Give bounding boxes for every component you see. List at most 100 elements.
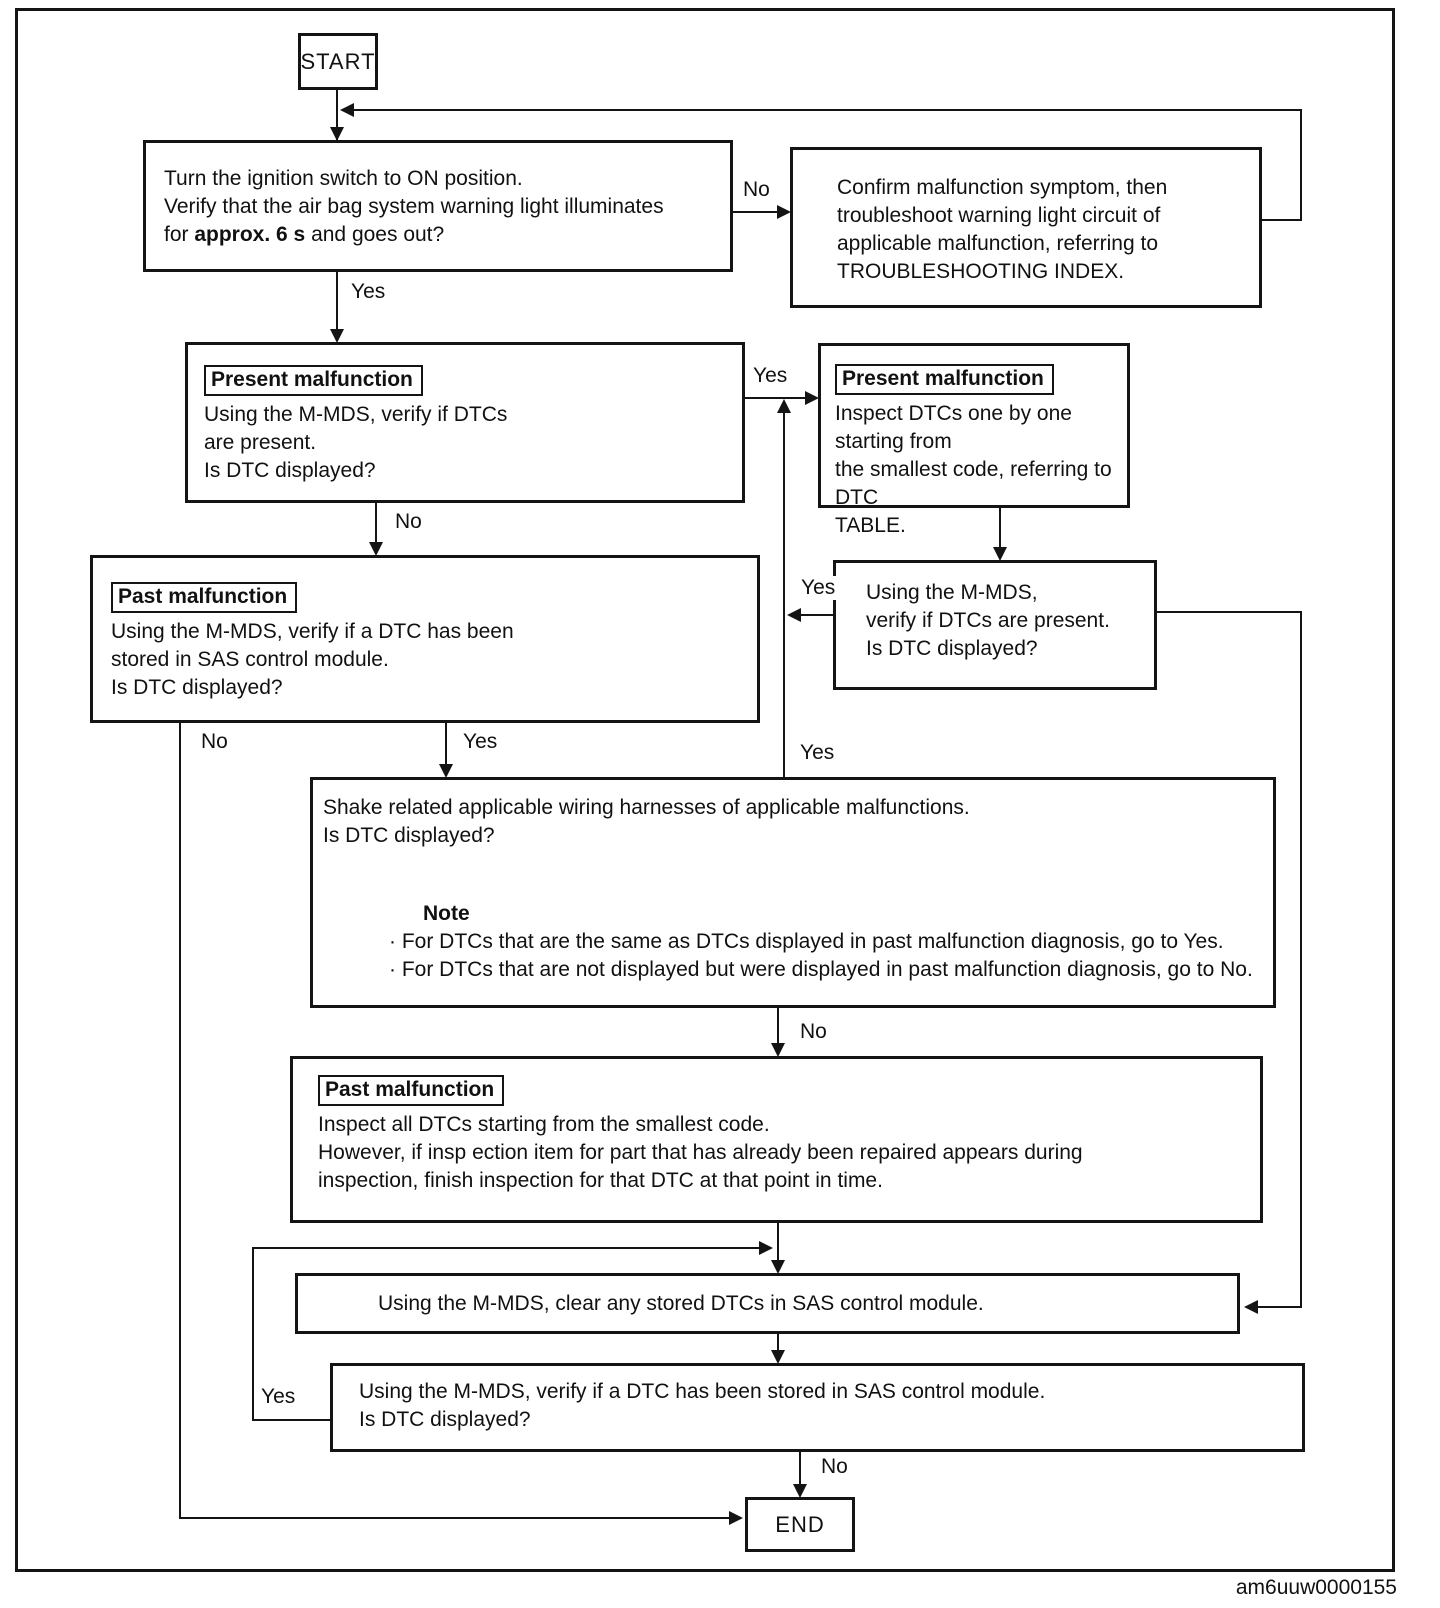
shake-line1: Shake related applicable wiring harnesse… — [323, 796, 970, 819]
arrowhead-into-verify-present — [993, 547, 1007, 561]
connector-stored-yes-v — [252, 1248, 254, 1421]
past-check-line2: stored in SAS control module. — [111, 648, 389, 671]
confirm-malfunction-box: Confirm malfunction symptom, then troubl… — [790, 147, 1262, 308]
present-inspect-line1: Inspect DTCs one by one starting from — [835, 402, 1072, 453]
verify-stored-line1: Using the M-MDS, verify if a DTC has bee… — [359, 1380, 1046, 1403]
flowchart-border — [15, 8, 1395, 1572]
connector-stored-no — [799, 1452, 801, 1486]
shake-note: Note · For DTCs that are the same as DTC… — [323, 900, 1273, 984]
start-label: START — [300, 48, 376, 74]
edge-label-shake-no: No — [797, 1020, 830, 1044]
connector-start-down — [336, 90, 338, 140]
confirm-line4: TROUBLESHOOTING INDEX. — [837, 260, 1125, 283]
shake-line2: Is DTC displayed? — [323, 824, 495, 847]
past-check-tag: Past malfunction — [111, 582, 298, 613]
present-malfunction-check-box: Present malfunction Using the M-MDS, ver… — [185, 342, 745, 503]
confirm-line3: applicable malfunction, referring to — [837, 232, 1159, 255]
connector-right-feedback-bottom — [1257, 1306, 1302, 1308]
clear-dtcs-box: Using the M-MDS, clear any stored DTCs i… — [295, 1273, 1240, 1334]
confirm-line1: Confirm malfunction symptom, then — [837, 176, 1168, 199]
shake-note-bullet2: · For DTCs that are not displayed but we… — [389, 958, 1253, 981]
arrowhead-into-clear — [771, 1260, 785, 1274]
edge-label-past-yes: Yes — [460, 730, 501, 754]
past-malfunction-inspect-box: Past malfunction Inspect all DTCs starti… — [290, 1056, 1263, 1223]
arrowhead-into-past-inspect — [771, 1043, 785, 1057]
verify-dtc-stored-box: Using the M-MDS, verify if a DTC has bee… — [330, 1363, 1305, 1452]
present-check-line1: Using the M-MDS, verify if DTCs — [204, 403, 508, 426]
shake-note-title: Note — [423, 902, 470, 925]
connector-stored-yes-stub — [252, 1419, 330, 1421]
clear-line1: Using the M-MDS, clear any stored DTCs i… — [378, 1292, 984, 1315]
connector-present-inspect-down — [999, 508, 1001, 548]
connector-past-no-h — [179, 1517, 731, 1519]
present-check-tag: Present malfunction — [204, 365, 423, 396]
connector-past-no-v — [179, 723, 181, 1519]
connector-stored-yes-h — [252, 1247, 760, 1249]
edge-label-shake-yes: Yes — [797, 741, 838, 765]
edge-label-present-no: No — [392, 510, 425, 534]
connector-ignition-yes — [336, 272, 338, 330]
present-inspect-tag: Present malfunction — [835, 364, 1054, 395]
past-inspect-line1: Inspect all DTCs starting from the small… — [318, 1113, 770, 1136]
edge-label-past-no: No — [198, 730, 231, 754]
connector-feedback-top-h — [354, 109, 1302, 111]
past-inspect-line2: However, if insp ection item for part th… — [318, 1141, 1083, 1164]
shake-note-bullet1: · For DTCs that are the same as DTCs dis… — [389, 930, 1224, 953]
connector-clear-down — [777, 1334, 779, 1352]
past-malfunction-check-box: Past malfunction Using the M-MDS, verify… — [90, 555, 760, 723]
verify-present-line2: verify if DTCs are present. — [866, 609, 1110, 632]
past-inspect-line3: inspection, finish inspection for that D… — [318, 1169, 883, 1192]
edge-label-ignition-yes: Yes — [348, 280, 389, 304]
figure-caption: am6uuw0000155 — [1235, 1576, 1397, 1599]
present-inspect-line2: the smallest code, referring to DTC — [835, 458, 1112, 509]
arrowhead-shake-yes — [777, 399, 791, 413]
confirm-line2: troubleshoot warning light circuit of — [837, 204, 1161, 227]
ignition-line2: Verify that the air bag system warning l… — [164, 195, 664, 218]
connector-shake-yes-up — [783, 411, 785, 777]
verify-stored-line2: Is DTC displayed? — [359, 1408, 531, 1431]
arrowhead-into-present-inspect — [805, 391, 819, 405]
arrowhead-into-end-top — [793, 1484, 807, 1498]
shake-harness-box: Shake related applicable wiring harnesse… — [310, 777, 1276, 1008]
connector-past-inspect-down — [777, 1223, 779, 1261]
edge-label-ignition-no: No — [740, 178, 773, 202]
present-malfunction-inspect-box: Present malfunction Inspect DTCs one by … — [818, 343, 1130, 537]
arrowhead-into-present-check — [330, 329, 344, 343]
connector-feedback-top-v — [1300, 109, 1302, 221]
edge-label-stored-no: No — [818, 1455, 851, 1479]
present-check-line3: Is DTC displayed? — [204, 459, 376, 482]
verify-present-line3: Is DTC displayed? — [866, 637, 1038, 660]
connector-verify-present-yes — [800, 614, 833, 616]
past-check-line3: Is DTC displayed? — [111, 676, 283, 699]
arrowhead-into-ignition — [330, 127, 344, 141]
end-label: END — [775, 1511, 825, 1537]
start-node: START — [298, 33, 378, 90]
connector-present-no — [375, 503, 377, 543]
ignition-line3: for approx. 6 s and goes out? — [164, 223, 445, 246]
edge-label-stored-yes: Yes — [258, 1385, 299, 1409]
arrowhead-feedback-top — [340, 103, 354, 117]
end-node: END — [745, 1497, 855, 1552]
edge-label-verify-present-yes: Yes — [798, 576, 839, 600]
connector-right-feedback-top — [1157, 611, 1302, 613]
connector-ignition-no — [733, 211, 778, 213]
ignition-check-box: Turn the ignition switch to ON position.… — [143, 140, 733, 272]
connector-confirm-exit — [1262, 219, 1302, 221]
edge-label-present-yes: Yes — [750, 364, 791, 388]
arrowhead-into-end-left — [729, 1511, 743, 1525]
arrowhead-verify-present-yes — [787, 608, 801, 622]
ignition-line1: Turn the ignition switch to ON position. — [164, 167, 523, 190]
past-inspect-tag: Past malfunction — [318, 1075, 505, 1106]
arrowhead-stored-yes-merge — [759, 1241, 773, 1255]
verify-present-line1: Using the M-MDS, — [866, 581, 1038, 604]
past-check-line1: Using the M-MDS, verify if a DTC has bee… — [111, 620, 514, 643]
arrowhead-into-verify-stored — [771, 1350, 785, 1364]
connector-right-feedback-v — [1300, 611, 1302, 1308]
arrowhead-into-confirm — [777, 205, 791, 219]
verify-dtcs-present-box: Using the M-MDS, verify if DTCs are pres… — [833, 560, 1157, 690]
present-inspect-line3: TABLE. — [835, 514, 906, 537]
present-check-line2: are present. — [204, 431, 317, 454]
arrowhead-into-past-check — [369, 542, 383, 556]
connector-present-yes — [745, 397, 807, 399]
